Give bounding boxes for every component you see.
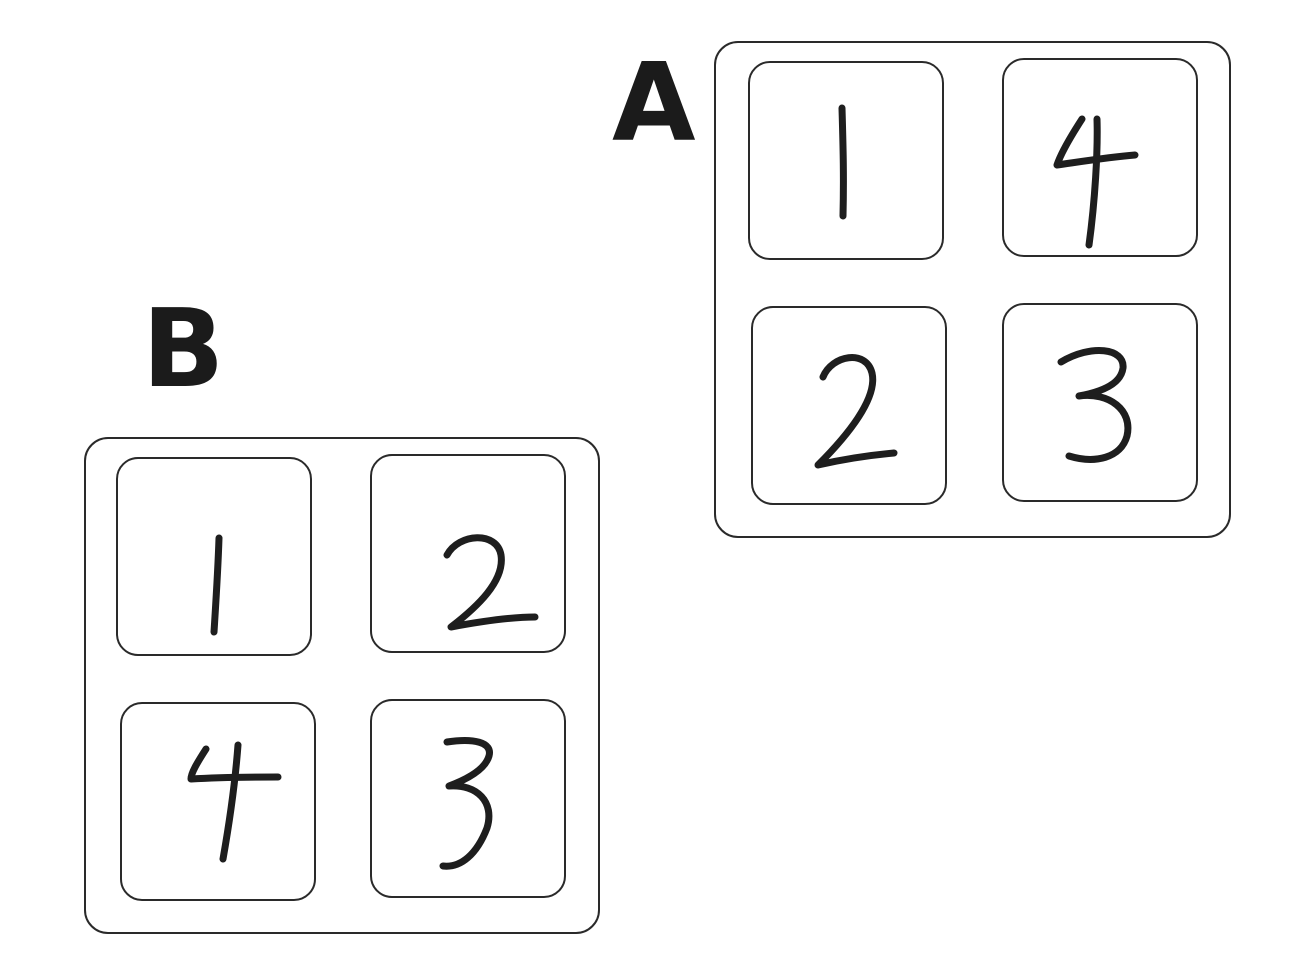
- digit-label: 4: [122, 704, 123, 705]
- handwritten-2-glyph: [814, 354, 898, 469]
- grid-a-cell-top-left: 1: [748, 61, 944, 260]
- digit-label: 2: [372, 456, 373, 457]
- grid-a-cell-top-right: 4: [1002, 58, 1198, 257]
- digit-label: 4: [1004, 60, 1005, 61]
- grid-b-cell-bottom-right: 3: [370, 699, 566, 898]
- grid-b-cell-bottom-left: 4: [120, 702, 316, 901]
- grid-b-cell-top-left: 1: [116, 457, 312, 656]
- digit-label: 3: [1004, 305, 1005, 306]
- handwritten-1-glyph: [838, 104, 847, 220]
- digit-label: 1: [750, 63, 751, 64]
- grid-a-cell-bottom-right: 3: [1002, 303, 1198, 502]
- digit-label: 3: [372, 701, 373, 702]
- handwritten-1-glyph: [210, 534, 223, 636]
- handwritten-2-glyph: [443, 534, 539, 631]
- grid-a-cell-bottom-left: 2: [751, 306, 947, 505]
- digit-label: 1: [118, 459, 119, 460]
- handwritten-3-glyph: [439, 737, 493, 870]
- grid-b-panel: 1 2 4 3: [84, 437, 600, 934]
- grid-a-label: A: [612, 41, 696, 166]
- handwritten-4-glyph: [187, 741, 282, 863]
- grid-b-label: B: [142, 287, 225, 412]
- handwritten-3-glyph: [1057, 347, 1132, 463]
- handwritten-4-glyph: [1053, 115, 1139, 249]
- grid-b-cell-top-right: 2: [370, 454, 566, 653]
- digit-label: 2: [753, 308, 754, 309]
- grid-a-panel: 1 4 2 3: [714, 41, 1231, 538]
